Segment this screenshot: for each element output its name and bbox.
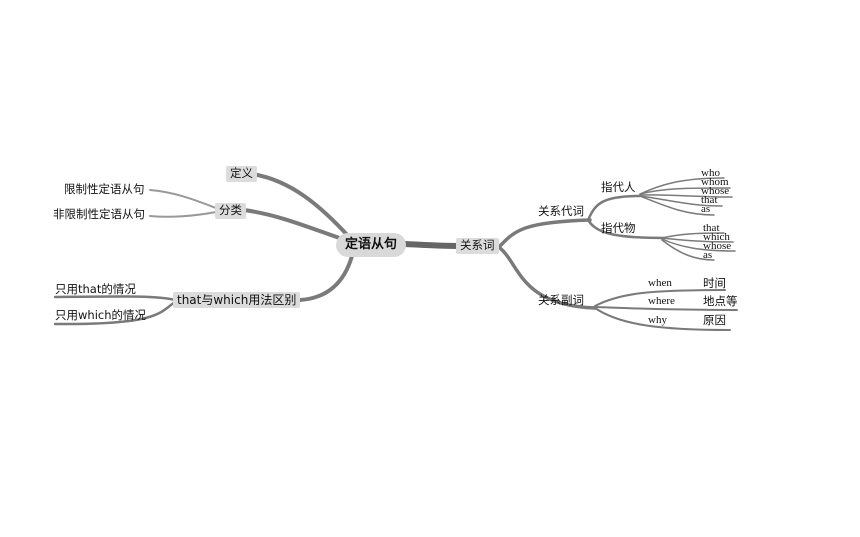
thing-word-that[interactable]: that	[703, 222, 720, 234]
edge-classification-restrictive	[149, 189, 217, 209]
person-word-whom[interactable]: whom	[701, 176, 729, 188]
edge-relpron-thing	[586, 218, 667, 240]
edge-root-relword	[402, 241, 461, 249]
thing-word-which[interactable]: which	[703, 231, 730, 243]
refers-to-person-node[interactable]: 指代人	[601, 180, 636, 194]
adverb-meaning-place[interactable]: 地点等	[703, 294, 738, 308]
adverb-meaning-time[interactable]: 时间	[703, 276, 726, 290]
classification-node[interactable]: 分类	[215, 203, 246, 219]
only-which-node[interactable]: 只用which的情况	[55, 308, 146, 322]
edge-root-definition	[250, 172, 352, 240]
root-node[interactable]: 定语从句	[336, 233, 406, 257]
edge-relword-reladv	[498, 246, 597, 310]
edge-root-thatwhich	[298, 254, 354, 302]
thing-word-as[interactable]: as	[703, 249, 713, 261]
restrictive-clause-node[interactable]: 限制性定语从句	[64, 182, 145, 196]
edge-root-classification	[242, 208, 347, 242]
person-word-whose[interactable]: whose	[701, 185, 730, 197]
edge-relword-relpron	[498, 218, 592, 248]
edge-classification-nonrestrictive	[149, 211, 217, 218]
adverb-word-where[interactable]: where	[648, 295, 675, 307]
definition-node[interactable]: 定义	[226, 166, 257, 182]
only-that-node[interactable]: 只用that的情况	[55, 282, 136, 296]
thing-word-whose[interactable]: whose	[703, 240, 732, 252]
adverb-word-when[interactable]: when	[648, 277, 672, 289]
nonrestrictive-clause-node[interactable]: 非限制性定语从句	[53, 207, 145, 221]
person-word-who[interactable]: who	[701, 167, 720, 179]
adverb-meaning-reason[interactable]: 原因	[703, 313, 726, 327]
edge-relpron-person	[586, 194, 642, 222]
relative-word-node[interactable]: 关系词	[456, 238, 499, 254]
refers-to-thing-node[interactable]: 指代物	[601, 221, 636, 235]
edge-thatwhich-onlythat	[53, 295, 177, 302]
adverb-word-why[interactable]: why	[648, 314, 667, 326]
that-which-difference-node[interactable]: that与which用法区别	[173, 292, 301, 308]
person-word-as[interactable]: as	[701, 203, 711, 215]
relative-adverb-node[interactable]: 关系副词	[538, 293, 584, 307]
person-word-that[interactable]: that	[701, 194, 718, 206]
relative-pronoun-node[interactable]: 关系代词	[538, 204, 584, 218]
edge-thatwhich-onlywhich	[53, 300, 177, 326]
